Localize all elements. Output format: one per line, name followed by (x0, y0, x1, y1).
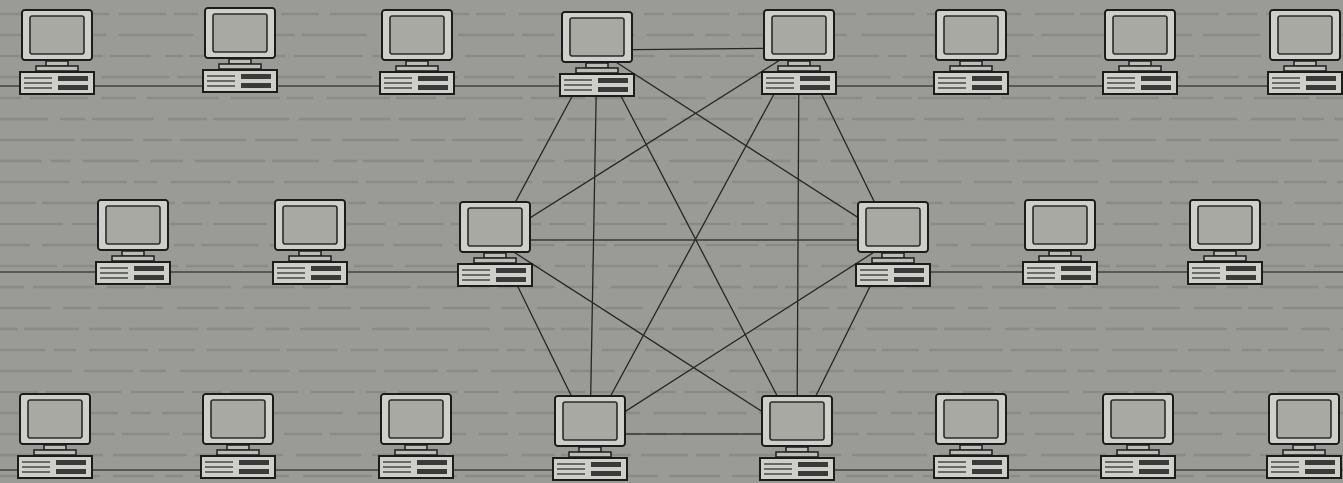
desktop-computer-icon (1100, 393, 1176, 479)
desktop-computer-icon (1266, 393, 1342, 479)
core-link-C2-C6 (796, 47, 800, 435)
desktop-computer-icon (379, 9, 455, 95)
desktop-computer-icon (19, 9, 95, 95)
desktop-computer-icon (759, 395, 835, 481)
desktop-computer-icon (933, 393, 1009, 479)
desktop-computer-icon (1022, 199, 1098, 285)
desktop-computer-icon (1267, 9, 1343, 95)
core-link-C1-C5 (589, 49, 598, 435)
core-mesh-links (494, 47, 894, 435)
core-link-C2-C3 (494, 47, 800, 241)
desktop-computer-icon (272, 199, 348, 285)
core-link-C2-C5 (589, 47, 800, 435)
right-segment-cables (833, 85, 1343, 471)
desktop-computer-icon (378, 393, 454, 479)
desktop-computer-icon (95, 199, 171, 285)
core-link-C1-C4 (596, 49, 894, 241)
desktop-computer-icon (1187, 199, 1263, 285)
desktop-computer-icon (761, 9, 837, 95)
left-segment-computers (17, 7, 455, 479)
desktop-computer-icon (552, 395, 628, 481)
desktop-computer-icon (855, 201, 931, 287)
core-link-C4-C5 (589, 239, 894, 435)
core-computers (457, 9, 931, 481)
desktop-computer-icon (1102, 9, 1178, 95)
desktop-computer-icon (559, 11, 635, 97)
desktop-computer-icon (17, 393, 93, 479)
desktop-computer-icon (933, 9, 1009, 95)
desktop-computer-icon (200, 393, 276, 479)
desktop-computer-icon (457, 201, 533, 287)
core-link-C1-C6 (596, 49, 798, 435)
desktop-computer-icon (202, 7, 278, 93)
core-link-C3-C6 (494, 239, 798, 435)
